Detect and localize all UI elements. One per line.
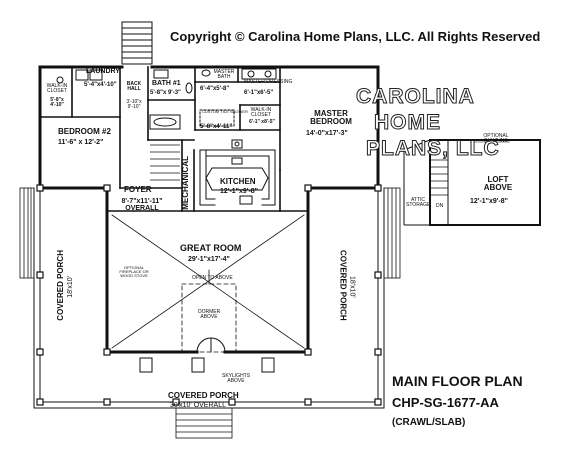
vault-lines <box>111 214 305 353</box>
plan-foundation: (CRAWL/SLAB) <box>392 417 466 428</box>
kitchen-label: KITCHEN <box>220 177 256 186</box>
watermark-line-1: CAROLINA <box>356 85 475 108</box>
optional-built-ins-label: OPTIONAL BUILT-INS <box>483 133 509 145</box>
back-hall-label: BACK HALL <box>126 81 142 93</box>
porch-bottom-label: COVERED PORCH <box>168 391 239 400</box>
kitchen-dim: 12'-1"x9'-8" <box>220 188 258 195</box>
loft-dn-label: DN <box>436 203 444 209</box>
loft-plan <box>403 139 541 226</box>
tile-shower-label: CUSTOM TILE SHOWER <box>202 109 248 114</box>
mechanical-label: MECHANICAL <box>181 156 190 210</box>
kitchen-cabinets <box>199 139 276 206</box>
master-bath-dim: 6'-4"x5'-8" <box>200 86 230 92</box>
porch-posts <box>36 184 382 406</box>
back-stairs <box>121 21 153 65</box>
skylights-label: SKYLIGHTS ABOVE <box>222 373 251 385</box>
front-steps <box>175 407 233 439</box>
laundry-label: LAUNDRY <box>86 68 120 75</box>
great-room-label: GREAT ROOM <box>180 243 242 253</box>
plan-title: MAIN FLOOR PLAN <box>392 373 523 389</box>
porch-left-dim: 18'x10' <box>67 276 74 298</box>
copyright-text: Copyright © Carolina Home Plans, LLC. Al… <box>170 29 541 44</box>
porch-bottom-dim: 30'x10' OVERALL <box>170 402 226 409</box>
foyer-label: FOYER <box>124 185 152 194</box>
side-steps-right <box>383 187 401 279</box>
master-bedroom-dim: 14'-0"x17'-3" <box>306 130 348 137</box>
master-dressing-label: MASTER DRESSING <box>244 79 293 85</box>
master-closet-dim: 6'-1" x8'-5" <box>249 119 275 125</box>
attic-storage-label: ATTIC STORAGE <box>406 197 431 209</box>
bath-fixtures <box>56 68 277 130</box>
loft-label: LOFT ABOVE <box>483 175 513 193</box>
tile-shower-dim: 5'-8"x4'-11" <box>200 124 233 130</box>
interior-walls <box>39 66 309 212</box>
master-bedroom-label: MASTER BEDROOM <box>310 109 352 127</box>
back-hall-dim: 3'-10"x 9'-10" <box>126 99 142 111</box>
porch-right-dim: 18'x10' <box>348 276 356 298</box>
bedroom2-label: BEDROOM #2 <box>58 127 111 136</box>
walk-in-closet-label: WALK-IN CLOSET <box>46 83 68 95</box>
master-bath-label: MASTER BATH <box>213 69 235 81</box>
bath1-label: BATH #1 <box>152 80 181 87</box>
foyer-dim: 8'-7"x11'-11" OVERALL <box>121 198 163 213</box>
fireplace-note: OPTIONAL FIREPLACE OR WOOD STOVE <box>119 265 149 279</box>
porch-left-label: COVERED PORCH <box>56 250 65 321</box>
watermark-line-2: HOME <box>374 111 441 134</box>
porch-right-label: COVERED PORCH <box>338 250 348 321</box>
master-closet-label: WALK-IN CLOSET <box>250 107 272 119</box>
interior-stairs <box>150 144 180 181</box>
bedroom2-dim: 11'-6" x 12'-2" <box>58 139 104 146</box>
bath1-dim: 5'-8"x 9'-3" <box>150 90 181 96</box>
open-to-above-label: OPEN TO ABOVE <box>192 275 233 281</box>
plan-code: CHP-SG-1677-AA <box>392 395 499 410</box>
great-room-dim: 29'-1"x17'-4" <box>188 256 230 263</box>
laundry-dim: 5'-4"x4'-10" <box>84 82 117 88</box>
porch-outline <box>33 187 385 409</box>
loft-dim: 12'-1"x9'-8" <box>470 198 508 205</box>
watermark-line-3: PLANS, LLC <box>366 137 500 160</box>
master-dressing-dim: 6'-1"x6'-5" <box>244 90 274 96</box>
walk-in-closet-dim: 5'-8"x 4'-10" <box>50 97 64 109</box>
front-door <box>196 337 226 353</box>
dormer-label: DORMER ABOVE <box>198 309 221 321</box>
side-steps-left <box>19 187 35 279</box>
skylights <box>139 357 275 373</box>
